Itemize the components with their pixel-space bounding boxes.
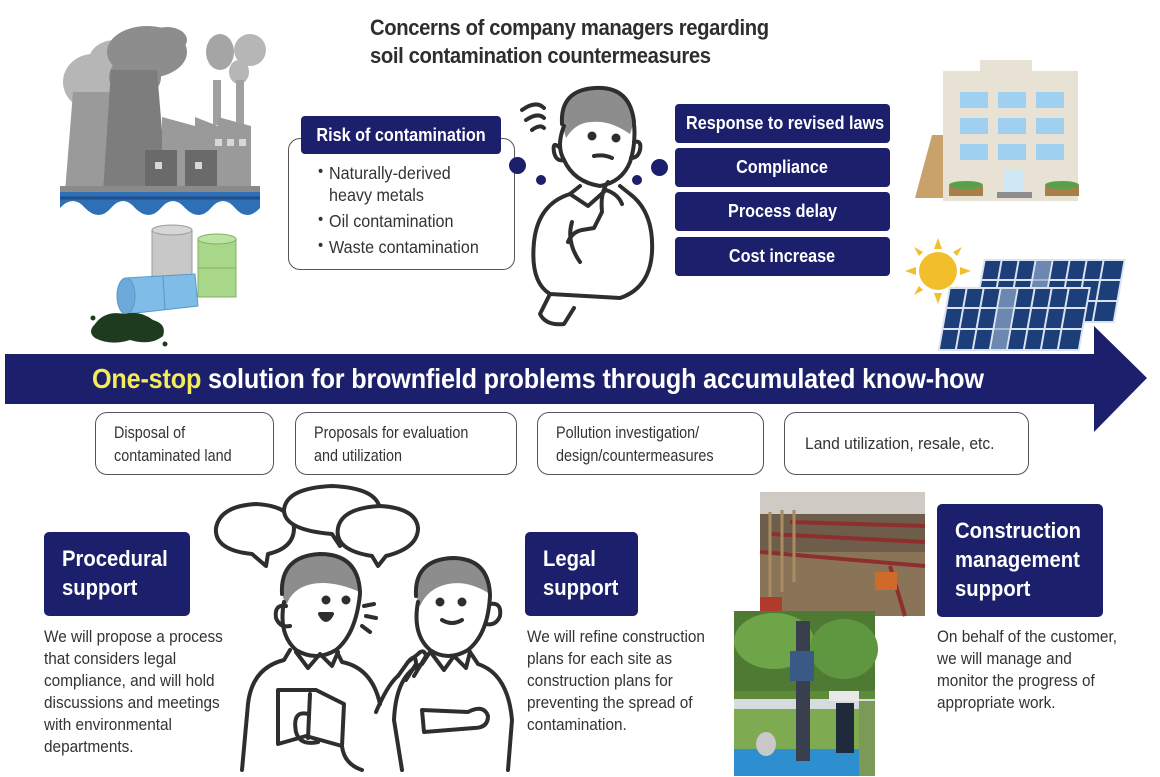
concern-label: Compliance	[736, 157, 829, 177]
thinking-man-icon	[520, 85, 655, 327]
title-line-1: Concerns of company managers regarding	[370, 15, 769, 40]
step-text: Pollution investigation/design/counterme…	[556, 421, 727, 467]
desc-line: We will refine construction	[527, 628, 705, 646]
heading-line: support	[62, 575, 138, 600]
concern-compliance: Compliance	[675, 148, 890, 187]
desc-line: departments.	[44, 738, 134, 756]
step-text: Disposal of contaminated land	[114, 421, 242, 467]
step-proposals: Proposals for evaluation and utilization	[295, 412, 517, 475]
risk-item-text: Naturally-derived	[329, 163, 451, 183]
banner-highlight: One-stop	[92, 363, 202, 394]
title-line-2: soil contamination countermeasures	[370, 43, 711, 68]
step-line: Disposal of	[114, 422, 186, 442]
desc-line: On behalf of the customer,	[937, 628, 1117, 646]
procedural-support-desc: We will propose a process that considers…	[44, 626, 236, 758]
legal-support-desc: We will refine construction plans for ea…	[527, 626, 718, 736]
risk-item-text: Oil contamination	[329, 211, 454, 231]
heading-line: Procedural	[62, 546, 168, 571]
heading-line: Legal	[543, 546, 596, 571]
risk-item-text: heavy metals	[329, 185, 424, 205]
step-line: Pollution investigation/	[556, 422, 700, 442]
solar-panel-icon	[937, 259, 1126, 351]
desc-line: contamination.	[527, 716, 627, 734]
concern-cost-increase: Cost increase	[675, 237, 890, 276]
concern-revised-laws: Response to revised laws	[675, 104, 890, 143]
drilling-photo	[734, 611, 878, 776]
step-line: design/countermeasures	[556, 445, 714, 465]
step-line: Proposals for evaluation	[314, 422, 469, 442]
banner-rest: solution for brownfield problems through…	[201, 363, 984, 394]
concern-label: Cost increase	[729, 246, 836, 266]
desc-line: monitor the progress of	[937, 672, 1095, 690]
desc-line: compliance, and will hold	[44, 672, 215, 690]
desc-line: we will manage and	[937, 650, 1072, 668]
desc-line: with environmental	[44, 716, 172, 734]
banner-text: One-stop solution for brownfield problem…	[92, 358, 984, 400]
concern-process-delay: Process delay	[675, 192, 890, 231]
step-line: and utilization	[314, 445, 402, 465]
construction-management-support-desc: On behalf of the customer, we will manag…	[937, 626, 1131, 714]
legal-support-heading: Legal support	[525, 532, 638, 616]
building-icon	[915, 60, 1079, 201]
thought-dot	[536, 175, 546, 185]
risk-item-text: Waste contamination	[329, 237, 479, 257]
thought-dot	[632, 175, 642, 185]
construction-management-support-heading: Construction management support	[937, 504, 1103, 617]
step-land-utilization: Land utilization, resale, etc.	[784, 412, 1029, 475]
thought-dot	[509, 157, 526, 174]
step-text: Proposals for evaluation and utilization	[314, 421, 482, 467]
sun-icon	[905, 238, 971, 304]
desc-line: that considers legal	[44, 650, 177, 668]
risk-item: Waste contamination	[318, 235, 479, 258]
step-disposal: Disposal of contaminated land	[95, 412, 274, 475]
risk-item: Oil contamination	[318, 209, 479, 232]
procedural-support-heading: Procedural support	[44, 532, 190, 616]
page-title: Concerns of company managers regarding s…	[370, 14, 769, 70]
desc-line: discussions and meetings	[44, 694, 220, 712]
banner-arrow	[5, 326, 1147, 432]
desc-line: appropriate work.	[937, 694, 1056, 712]
step-line: contaminated land	[114, 445, 232, 465]
heading-line: support	[955, 576, 1031, 601]
desc-line: We will propose a process	[44, 628, 223, 646]
step-line: Land utilization, resale, etc.	[805, 434, 995, 453]
factory-icon	[60, 26, 266, 215]
desc-line: construction plans for	[527, 672, 673, 690]
concern-label: Response to revised laws	[686, 113, 885, 133]
thought-dot	[651, 159, 668, 176]
concern-label: Process delay	[728, 201, 837, 221]
risk-heading-text: Risk of contamination	[316, 125, 486, 145]
construction-photo	[759, 492, 926, 617]
heading-line: Construction	[955, 518, 1081, 543]
heading-line: support	[543, 575, 619, 600]
heading-line: management	[955, 547, 1080, 572]
discussing-people-icon	[213, 484, 514, 772]
oil-drums-icon	[90, 224, 237, 347]
desc-line: preventing the spread of	[527, 694, 693, 712]
risk-heading: Risk of contamination	[301, 116, 501, 154]
desc-line: plans for each site as	[527, 650, 673, 668]
step-investigation: Pollution investigation/design/counterme…	[537, 412, 764, 475]
